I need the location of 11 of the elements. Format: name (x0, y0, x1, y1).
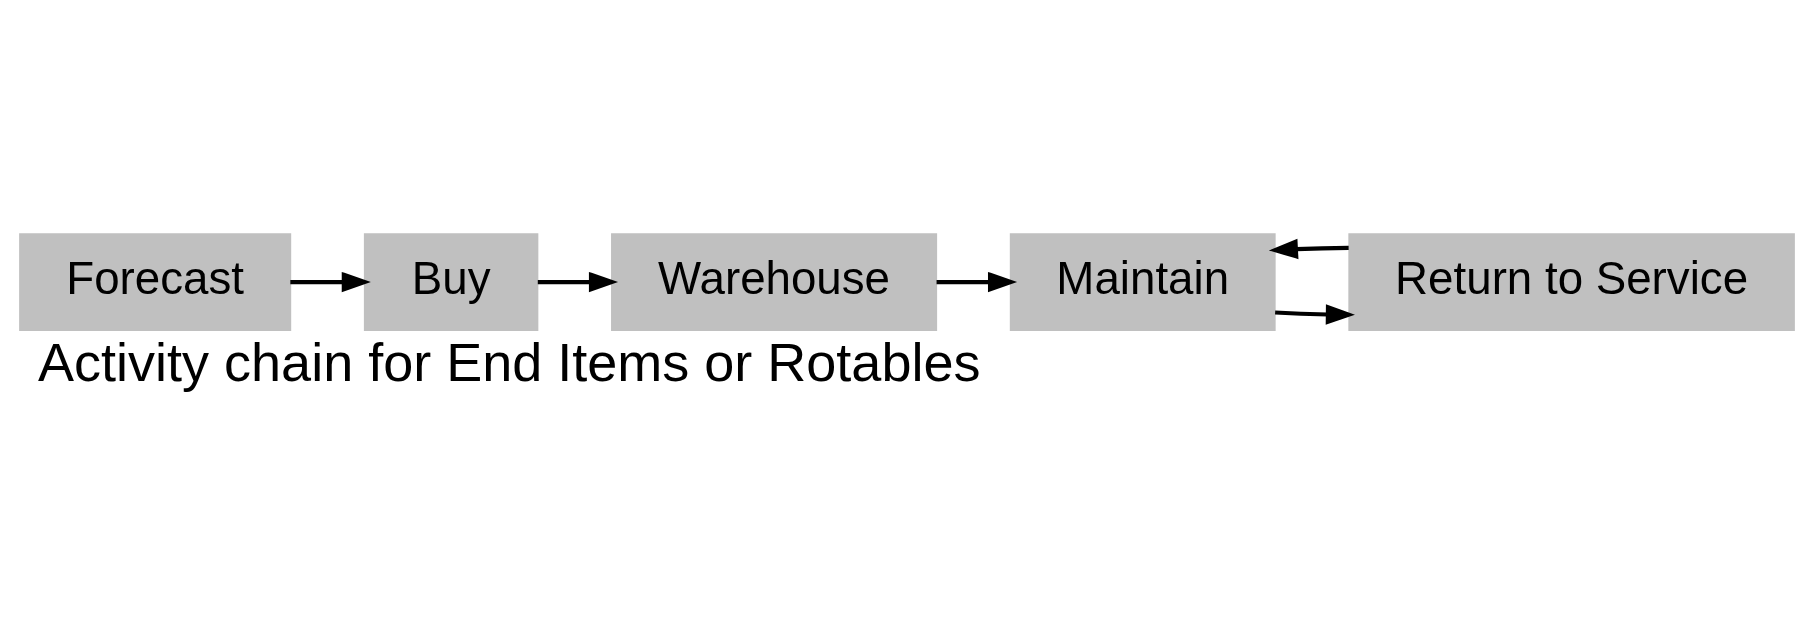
arrow (537, 271, 619, 292)
node-box: Buy (363, 232, 539, 331)
caption: Activity chain for End Items or Rotables (38, 331, 981, 392)
arrow (1268, 238, 1349, 259)
node-box: Return to Service (1348, 232, 1795, 331)
arrow (936, 271, 1018, 292)
arrow (1275, 303, 1355, 325)
node-box: Warehouse (611, 232, 938, 331)
node-box: Maintain (1009, 232, 1276, 331)
node-box: Forecast (19, 232, 292, 331)
arrow (290, 271, 371, 292)
